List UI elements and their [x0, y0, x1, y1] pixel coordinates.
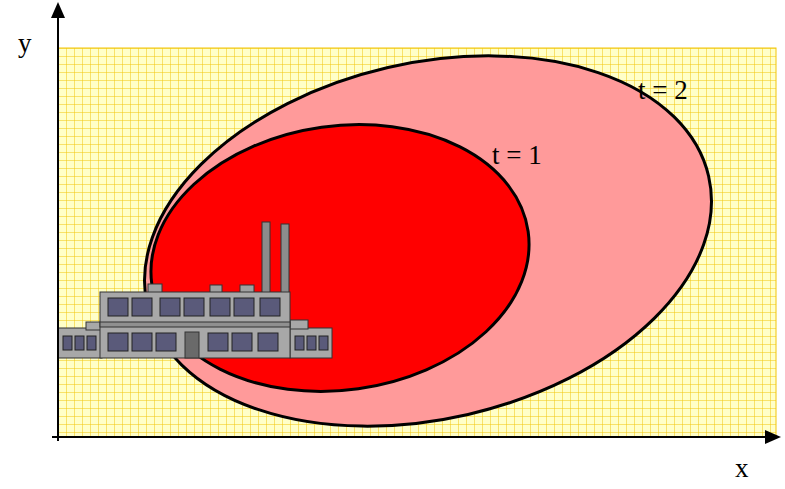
- axes: [51, 2, 781, 444]
- time-label: t = 1: [492, 142, 542, 169]
- axis-label: y: [18, 30, 32, 57]
- axis-label: x: [735, 455, 749, 482]
- plume-t1: [133, 101, 546, 415]
- time-label: t = 2: [638, 77, 688, 104]
- plume-t2: [107, 3, 748, 479]
- factory-icon: [58, 222, 332, 358]
